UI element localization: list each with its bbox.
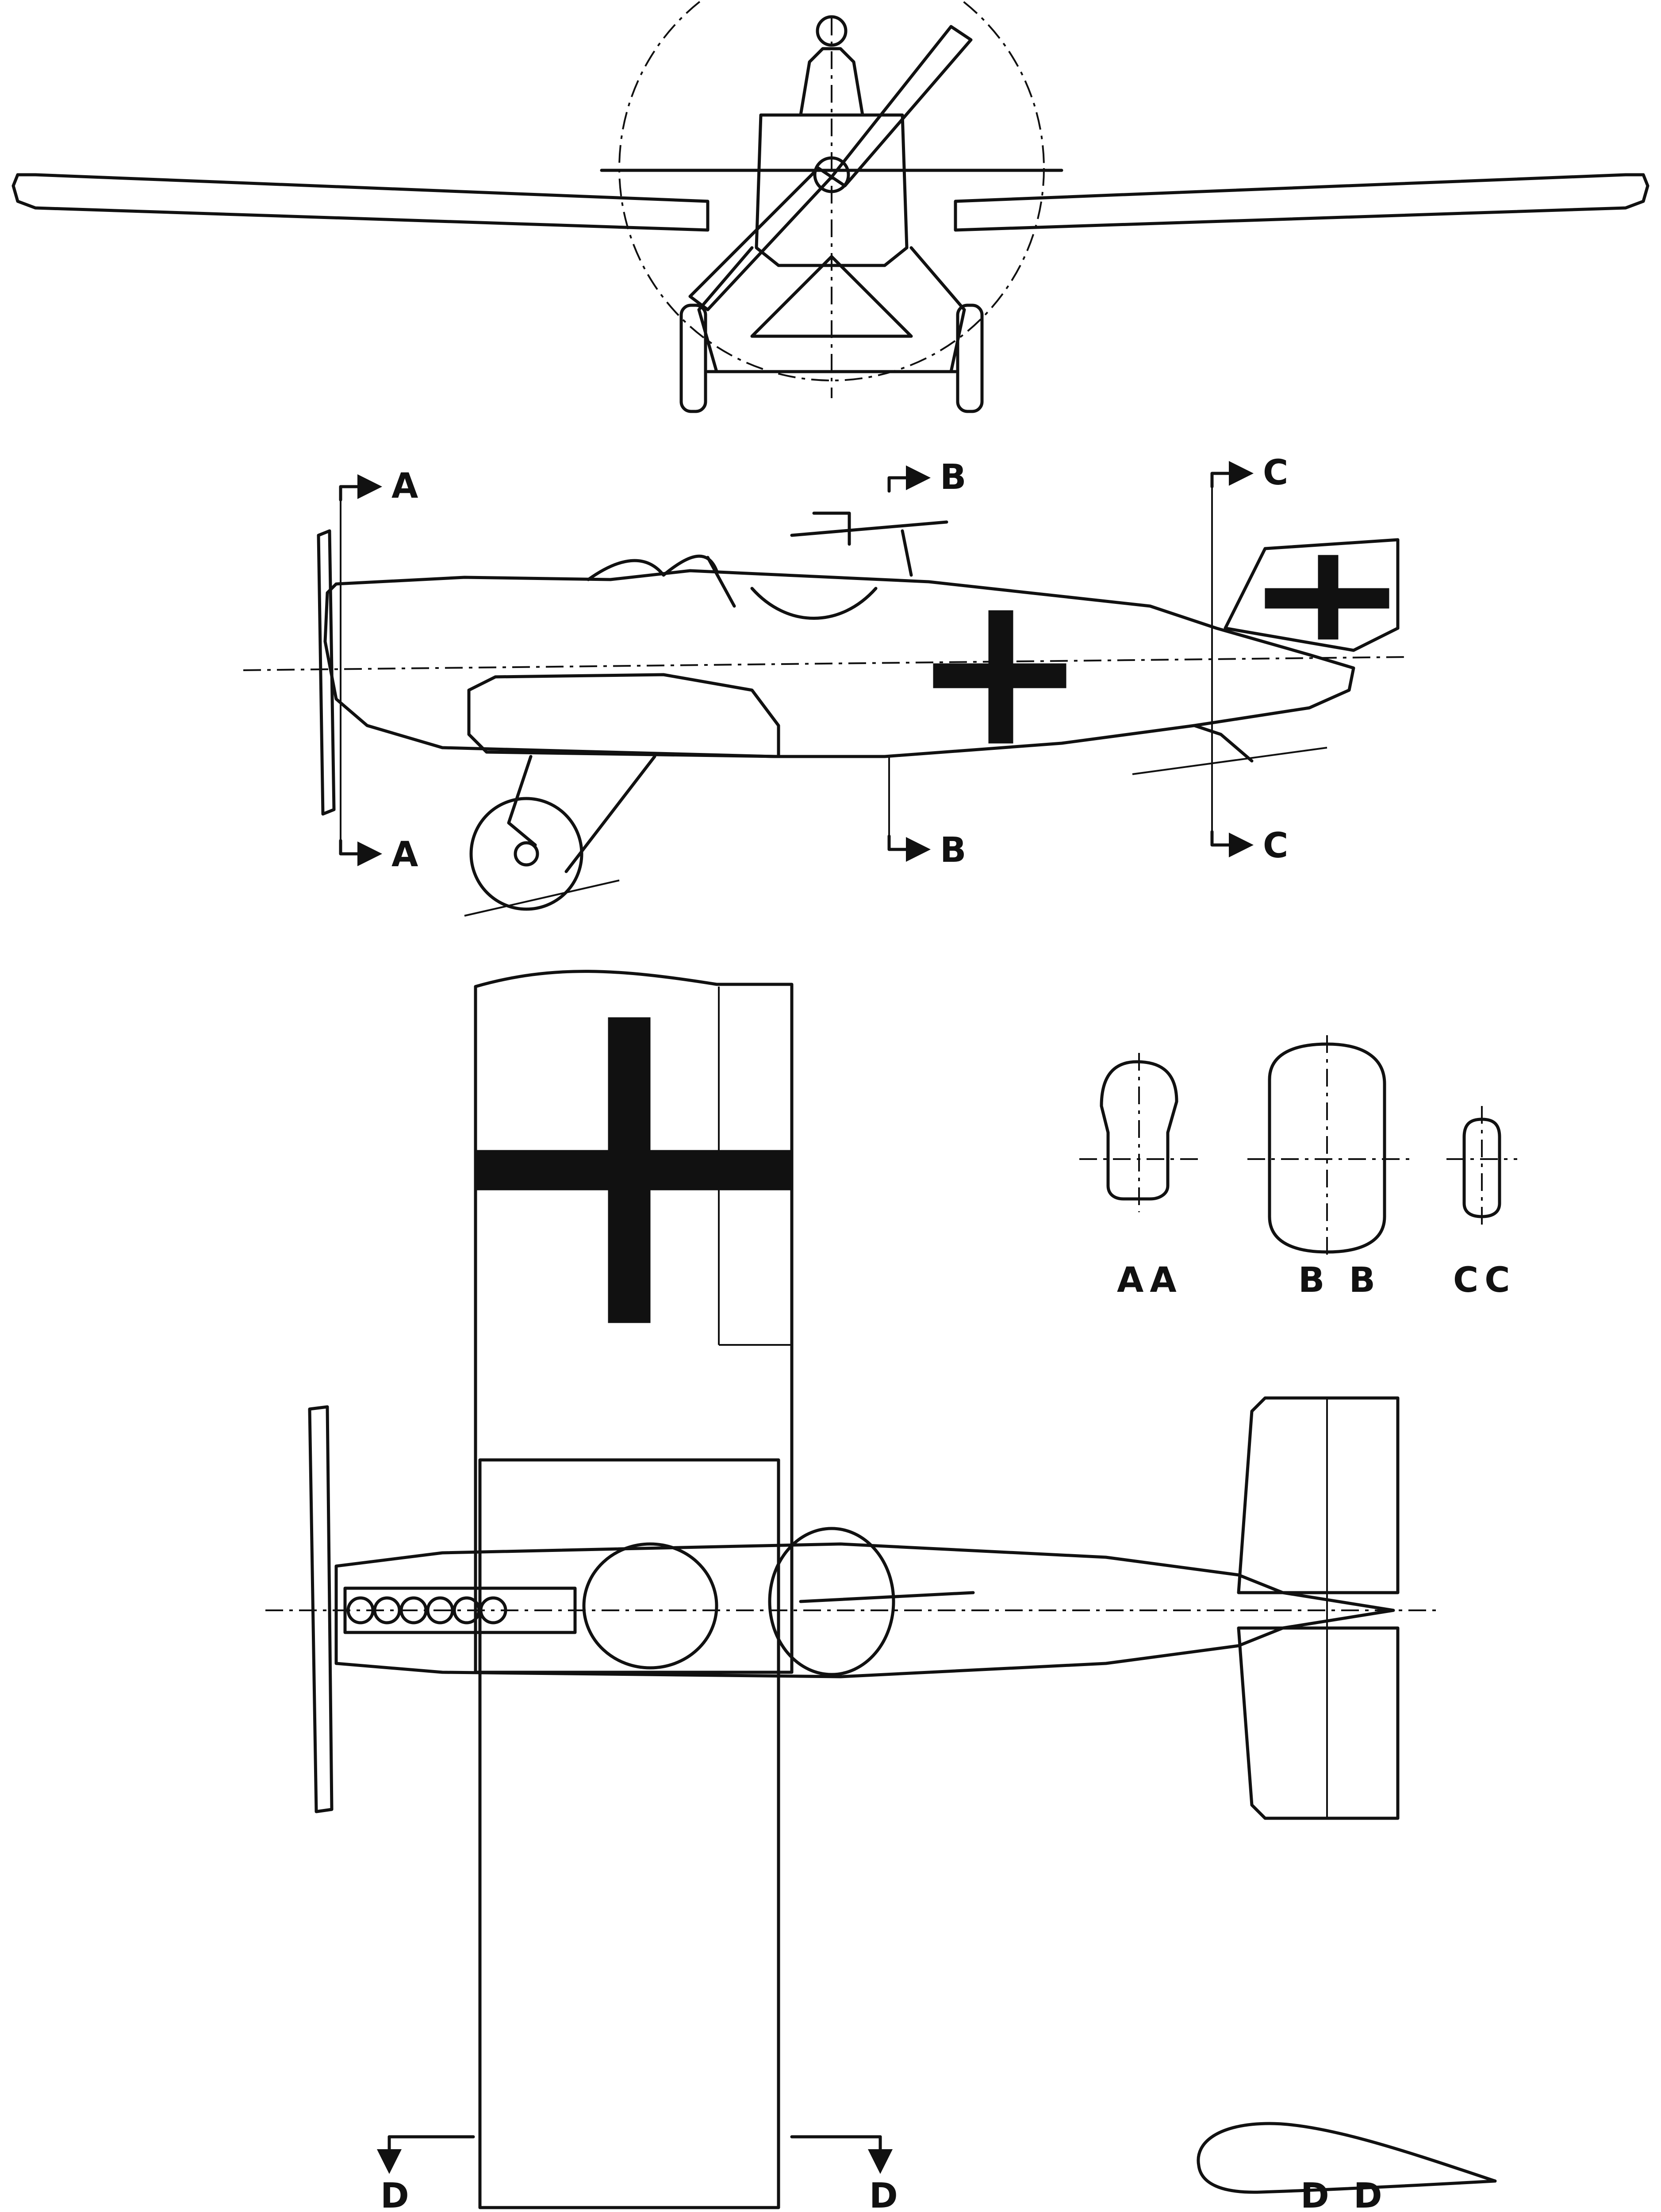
plan-wing-upper <box>474 970 794 1674</box>
side-tail-ground-line <box>1132 747 1327 775</box>
section-marker-d <box>377 2135 893 2174</box>
propeller-arc <box>618 0 1045 381</box>
plan-wing-lower <box>478 1458 780 2209</box>
side-propeller <box>317 529 336 816</box>
plan-rear-cockpit <box>768 1527 895 1676</box>
plan-tailplane-upper <box>1237 1396 1400 1594</box>
plan-propeller <box>308 1405 334 1813</box>
fin-cross-marking <box>1265 555 1389 640</box>
side-gun-mount <box>706 529 913 608</box>
plan-front-cockpit <box>582 1542 718 1670</box>
section-marker-a <box>339 474 382 866</box>
section-marker-c <box>1210 461 1254 857</box>
front-left-wing <box>12 173 710 232</box>
section-label-d-right: D <box>869 2176 904 2212</box>
section-caption-aa: AA <box>1117 1260 1183 1300</box>
side-wheel-hub <box>514 841 539 867</box>
section-cc <box>1446 1106 1517 1230</box>
section-label-a-top: A <box>391 466 424 506</box>
section-caption-cc: CC <box>1453 1260 1516 1300</box>
front-left-wheel <box>679 303 707 413</box>
propeller-blade-upper <box>830 25 973 188</box>
section-label-d-left: D <box>380 2176 415 2212</box>
front-right-wing <box>954 173 1649 232</box>
side-wheel <box>469 797 583 911</box>
side-centerline <box>243 656 1407 671</box>
side-cross-marking <box>933 610 1066 744</box>
side-fuselage <box>323 569 1355 758</box>
section-label-c-bottom: C <box>1263 826 1294 866</box>
front-fuselage <box>755 113 909 267</box>
section-label-a-bottom: A <box>391 835 424 875</box>
front-right-wheel <box>956 303 984 413</box>
side-front-cockpit <box>587 554 718 581</box>
section-label-b-top: B <box>940 457 972 497</box>
plan-fuselage <box>334 1542 1395 1678</box>
section-aa <box>1079 1053 1203 1212</box>
front-view <box>12 0 1649 413</box>
section-dd <box>1197 2122 1497 2194</box>
plan-wing-cross-marking <box>475 1017 792 1323</box>
propeller-blade-lower <box>688 166 833 311</box>
section-marker-b <box>887 465 931 862</box>
side-radiator-pod <box>467 673 780 758</box>
section-bb <box>1247 1035 1411 1261</box>
front-gear-struts <box>697 246 966 373</box>
plan-tailplane-lower <box>1237 1626 1400 1820</box>
plan-view: D D <box>265 970 1438 2212</box>
side-ground-line <box>464 879 620 917</box>
side-fin-rudder <box>1224 538 1400 652</box>
section-caption-bb: B B <box>1298 1260 1381 1300</box>
plan-machine-gun <box>799 1591 975 1603</box>
side-view: A A B B C C <box>243 453 1407 917</box>
section-label-b-bottom: B <box>940 830 972 870</box>
side-tailskid <box>1193 724 1254 763</box>
side-rear-cockpit <box>750 587 878 620</box>
section-caption-dd: D D <box>1300 2176 1389 2212</box>
side-machine-gun <box>790 511 948 546</box>
engine-cylinders <box>799 47 864 117</box>
section-label-c-top: C <box>1263 453 1294 493</box>
